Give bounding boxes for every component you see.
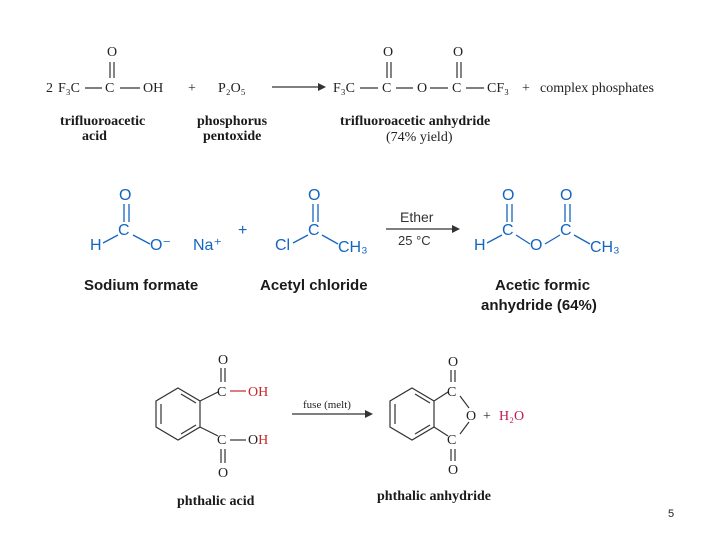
carbonyl-oxygen: O	[448, 463, 458, 478]
hydroxyl: OH	[143, 81, 163, 96]
bond	[102, 234, 119, 244]
chlorine: Cl	[275, 237, 290, 254]
plus-sign: +	[238, 222, 247, 239]
coefficient: 2	[46, 81, 53, 96]
carbonyl-oxygen: O	[383, 45, 393, 60]
bridge-oxygen: O	[417, 81, 427, 96]
carbonyl-oxygen: O	[502, 187, 514, 204]
hydroxyl: OH	[248, 433, 268, 448]
label-trifluoroacetic-anhydride: trifluoroacetic anhydride	[340, 114, 490, 129]
label-phthalic-acid: phthalic acid	[177, 494, 255, 509]
condition-fuse: fuse (melt)	[303, 399, 351, 411]
bond	[292, 234, 309, 244]
condition-temperature: 25 °C	[398, 233, 431, 248]
p2o5: P₂O₅	[218, 81, 246, 96]
bond	[515, 234, 531, 245]
oxide-anion: O⁻	[150, 237, 171, 254]
carbonyl-oxygen: O	[107, 45, 117, 60]
sodium-cation: Na⁺	[193, 237, 222, 254]
label-phthalic-anhydride: phthalic anhydride	[377, 489, 491, 504]
aromatic-bond	[414, 424, 431, 435]
bond	[132, 234, 151, 245]
product-cf3: CF₃	[487, 81, 509, 96]
water: H₂O	[499, 409, 524, 424]
carbon: C	[447, 433, 456, 448]
benzene-ring	[389, 387, 435, 441]
carbonyl-oxygen: O	[560, 187, 572, 204]
bond	[573, 234, 591, 245]
arrowhead	[318, 83, 326, 91]
carbonyl-oxygen: O	[448, 355, 458, 370]
reaction-1: 2 F₃C C O OH + P₂O₅ F₃C C O O C O CF₃ + …	[46, 45, 654, 145]
methyl: CH₃	[338, 239, 368, 256]
bond	[199, 426, 219, 437]
reaction-2: H C O O⁻ Na⁺ + Cl C O CH₃ Ether 25 °C H …	[84, 187, 620, 314]
carbon: C	[118, 222, 130, 239]
label-acetic-formic: Acetic formic	[495, 277, 590, 294]
hydroxyl: OH	[248, 385, 268, 400]
bond	[459, 421, 470, 435]
label-acetyl-chloride: Acetyl chloride	[260, 277, 368, 294]
arrowhead	[365, 410, 373, 418]
bond	[321, 234, 339, 245]
carbon: C	[217, 433, 226, 448]
carbonyl-oxygen: O	[218, 466, 228, 481]
carbon: C	[105, 81, 114, 96]
bond	[486, 234, 503, 244]
carbon: C	[560, 222, 572, 239]
condition-ether: Ether	[400, 209, 434, 225]
reaction-3: C O OH C O OH fuse (melt) C O C O	[155, 353, 524, 509]
bond	[459, 395, 470, 409]
plus-sign: +	[483, 409, 491, 424]
plus-sign: +	[522, 81, 530, 96]
carbon: C	[502, 222, 514, 239]
hydrogen: H	[474, 237, 486, 254]
label-acid: acid	[82, 129, 107, 144]
hydrogen: H	[90, 237, 102, 254]
carbon: C	[382, 81, 391, 96]
methyl: CH₃	[590, 239, 620, 256]
bridge-oxygen: O	[530, 237, 542, 254]
label-yield: (74% yield)	[386, 130, 453, 145]
label-sodium-formate: Sodium formate	[84, 277, 198, 294]
carbonyl-oxygen: O	[453, 45, 463, 60]
carbon: C	[308, 222, 320, 239]
arrowhead	[452, 225, 460, 233]
carbon: C	[447, 385, 456, 400]
carbonyl-oxygen: O	[218, 353, 228, 368]
carbon: C	[217, 385, 226, 400]
label-phosphorus: phosphorus	[197, 114, 268, 129]
carbonyl-oxygen: O	[119, 187, 131, 204]
bond	[199, 391, 219, 402]
aromatic-bond	[180, 393, 197, 404]
carbonyl-oxygen: O	[308, 187, 320, 204]
label-trifluoroacetic: trifluoroacetic	[60, 114, 145, 129]
label-pentoxide: pentoxide	[203, 129, 261, 144]
label-anhydride-yield: anhydride (64%)	[481, 297, 597, 314]
bond	[433, 391, 449, 402]
carbon: C	[452, 81, 461, 96]
page-number: 5	[668, 508, 675, 520]
plus-sign: +	[188, 81, 196, 96]
ring-oxygen: O	[466, 409, 476, 424]
bond	[544, 234, 561, 245]
aromatic-bond	[414, 393, 431, 404]
byproduct: complex phosphates	[540, 81, 654, 96]
bond	[433, 426, 449, 437]
aromatic-bond	[180, 424, 197, 435]
f3c-group: F₃C	[58, 81, 80, 96]
product-f3c: F₃C	[333, 81, 355, 96]
benzene-ring	[155, 387, 201, 441]
